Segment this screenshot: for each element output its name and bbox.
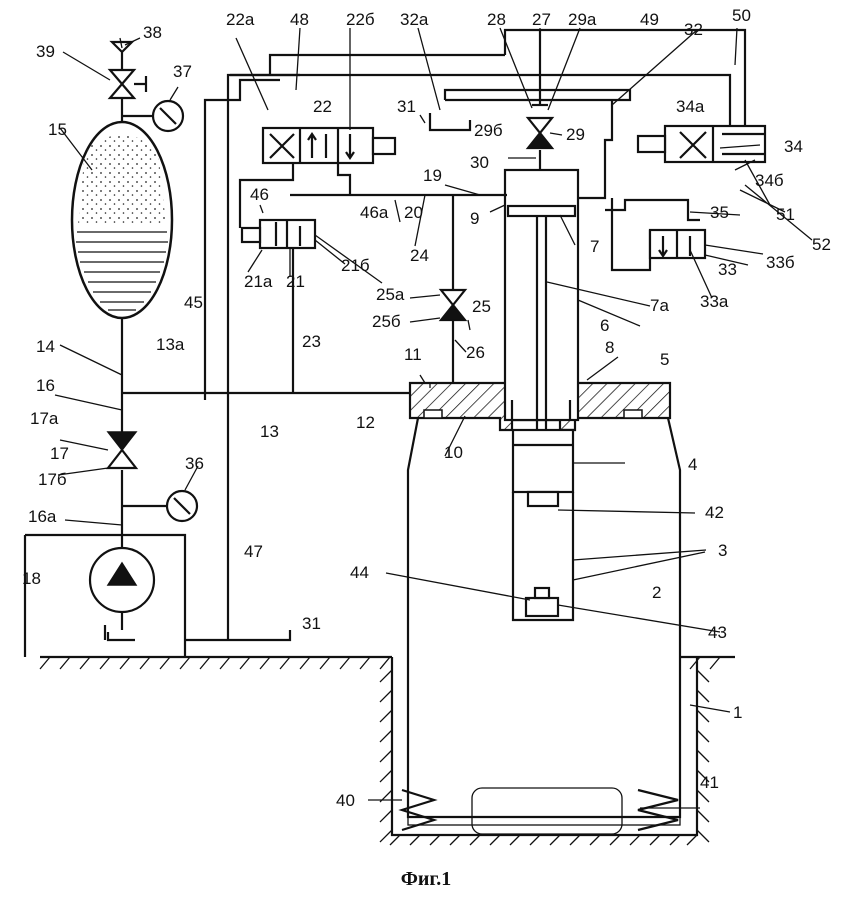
label-8: 8 <box>605 338 614 357</box>
label-50: 50 <box>732 6 751 25</box>
valve-29 <box>525 103 555 150</box>
label-13a: 13a <box>156 335 185 354</box>
label-7: 7 <box>590 237 599 256</box>
label-11: 11 <box>404 345 422 364</box>
label-41: 41 <box>700 773 719 792</box>
valve-25 <box>438 288 468 322</box>
valve-39 <box>107 40 148 118</box>
label-31-bottom: 31 <box>302 614 321 633</box>
label-29a: 29a <box>568 10 597 29</box>
label-25: 25 <box>472 297 491 316</box>
label-33b: 33б <box>766 253 795 272</box>
label-1: 1 <box>733 703 742 722</box>
label-27: 27 <box>532 10 551 29</box>
label-14: 14 <box>36 337 55 356</box>
label-37: 37 <box>173 62 192 81</box>
label-19: 19 <box>423 166 442 185</box>
valve-33 <box>648 228 707 260</box>
label-42: 42 <box>705 503 724 522</box>
label-18: 18 <box>22 569 41 588</box>
cylinder <box>503 168 580 440</box>
label-32a: 32a <box>400 10 429 29</box>
vessel <box>406 417 682 826</box>
label-15: 15 <box>48 120 67 139</box>
label-33a: 33a <box>700 292 729 311</box>
label-13: 13 <box>260 422 279 441</box>
label-21a: 21a <box>244 272 273 291</box>
label-36: 36 <box>185 454 204 473</box>
label-5: 5 <box>660 350 669 369</box>
label-17b: 17б <box>38 470 67 489</box>
valve-17 <box>105 431 139 470</box>
label-16a: 16a <box>28 507 57 526</box>
label-10: 10 <box>444 443 463 462</box>
label-29: 29 <box>566 125 585 144</box>
label-52: 52 <box>812 235 831 254</box>
ground <box>39 655 735 670</box>
label-22b: 22б <box>346 10 375 29</box>
label-29b: 29б <box>474 121 503 140</box>
label-17: 17 <box>50 444 69 463</box>
label-12: 12 <box>356 413 375 432</box>
valve-22 <box>261 126 397 165</box>
label-43: 43 <box>708 623 727 642</box>
label-35: 35 <box>710 203 729 222</box>
label-26: 26 <box>466 343 485 362</box>
label-9: 9 <box>470 209 479 228</box>
label-25b: 25б <box>372 312 401 331</box>
label-23: 23 <box>302 332 321 351</box>
label-28: 28 <box>487 10 506 29</box>
valve-34 <box>636 124 767 164</box>
label-44: 44 <box>350 563 369 582</box>
leader-lines <box>54 27 813 809</box>
pump-18 <box>88 546 156 630</box>
label-31-top: 31 <box>397 97 416 116</box>
label-48: 48 <box>290 10 309 29</box>
label-45: 45 <box>184 293 203 312</box>
accumulator <box>70 120 174 320</box>
label-32: 32 <box>684 20 703 39</box>
label-34b: 34б <box>755 171 784 190</box>
label-34: 34 <box>784 137 803 156</box>
label-46a: 46a <box>360 203 389 222</box>
plunger <box>511 428 575 622</box>
label-17a: 17a <box>30 409 59 428</box>
pipelines <box>23 28 747 657</box>
label-22: 22 <box>313 97 332 116</box>
label-21b: 21б <box>341 256 370 275</box>
label-46: 46 <box>250 185 269 204</box>
label-40: 40 <box>336 791 355 810</box>
label-49: 49 <box>640 10 659 29</box>
label-21: 21 <box>286 272 305 291</box>
pit <box>379 657 710 846</box>
label-39: 39 <box>36 42 55 61</box>
label-47: 47 <box>244 542 263 561</box>
label-25a: 25a <box>376 285 405 304</box>
label-34a: 34a <box>676 97 705 116</box>
springs <box>398 787 679 835</box>
label-33: 33 <box>718 260 737 279</box>
label-4: 4 <box>688 455 697 474</box>
label-20: 20 <box>404 203 423 222</box>
label-7a: 7a <box>650 296 669 315</box>
label-3: 3 <box>718 541 727 560</box>
valve-21 <box>240 218 317 250</box>
label-24: 24 <box>410 246 429 265</box>
labels: 38 39 37 15 14 16 13a 17a 17 17б 36 16a … <box>22 6 831 810</box>
label-38: 38 <box>143 23 162 42</box>
label-22a: 22a <box>226 10 255 29</box>
label-51: 51 <box>776 205 795 224</box>
label-16: 16 <box>36 376 55 395</box>
figure-caption: Фиг.1 <box>400 868 452 890</box>
gauges <box>122 99 199 523</box>
label-6: 6 <box>600 316 609 335</box>
label-2: 2 <box>652 583 661 602</box>
label-30: 30 <box>470 153 489 172</box>
